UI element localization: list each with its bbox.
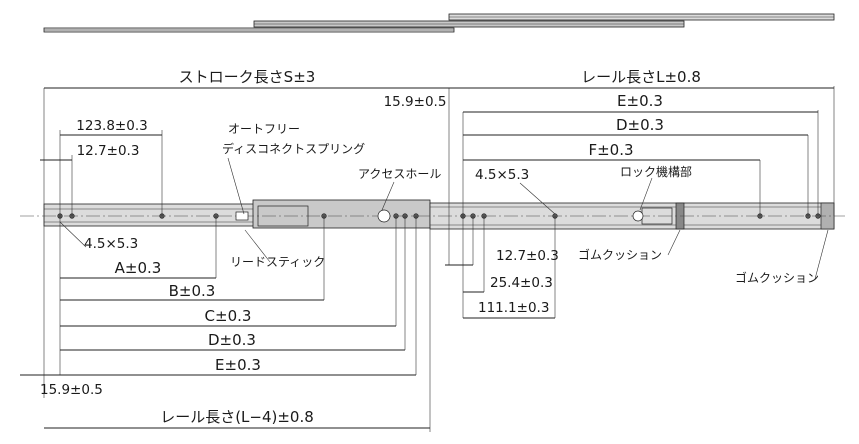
dim-111-1: 111.1±0.3 xyxy=(478,300,549,316)
access-hole xyxy=(377,209,391,223)
lock-mechanism-label: ロック機構部 xyxy=(620,164,692,179)
extension-lines xyxy=(43,86,835,432)
dim-4-5x5-3-right: 4.5×5.3 xyxy=(475,167,529,183)
dim-a: A±0.3 xyxy=(115,259,162,277)
dim-d-left: D±0.3 xyxy=(208,331,256,349)
dim-123-8: 123.8±0.3 xyxy=(76,118,147,134)
dim-e-left: E±0.3 xyxy=(215,356,261,374)
access-hole-label: アクセスホール xyxy=(358,167,441,181)
dim-d-right: D±0.3 xyxy=(616,116,664,134)
auto-free-label-2: ディスコネクトスプリング xyxy=(222,141,365,156)
dim-4-5x5-3-left: 4.5×5.3 xyxy=(84,236,138,252)
dim-25-4: 25.4±0.3 xyxy=(490,275,553,291)
dim-15-9-bottom: 15.9±0.5 xyxy=(40,382,103,398)
dim-c: C±0.3 xyxy=(205,307,252,325)
stroke-length-label: ストローク長さS±3 xyxy=(179,68,316,86)
dim-12-7-left: 12.7±0.3 xyxy=(77,143,140,159)
disconnect-spring xyxy=(257,205,309,227)
dim-15-9-top: 15.9±0.5 xyxy=(384,94,447,110)
rubber-cushion-label-1: ゴムクッション xyxy=(578,247,662,262)
dim-e-right: E±0.3 xyxy=(617,92,663,110)
rail-length-minus4-label: レール長さ(L−4)±0.8 xyxy=(160,408,314,426)
reed-stick-label: リードスティック xyxy=(230,255,325,269)
extended-slide-view xyxy=(43,13,835,33)
rail-length-label: レール長さL±0.8 xyxy=(581,68,701,86)
dim-12-7-right: 12.7±0.3 xyxy=(496,248,559,264)
leader-lines xyxy=(59,157,829,280)
middle-rail xyxy=(252,199,431,229)
auto-free-label-1: オートフリー xyxy=(228,122,300,136)
dim-f-right: F±0.3 xyxy=(588,141,633,159)
dim-b: B±0.3 xyxy=(169,282,216,300)
rubber-cushion-label-2: ゴムクッション xyxy=(735,270,819,285)
closed-rail-view xyxy=(20,199,845,230)
dimension-lines xyxy=(20,87,834,429)
